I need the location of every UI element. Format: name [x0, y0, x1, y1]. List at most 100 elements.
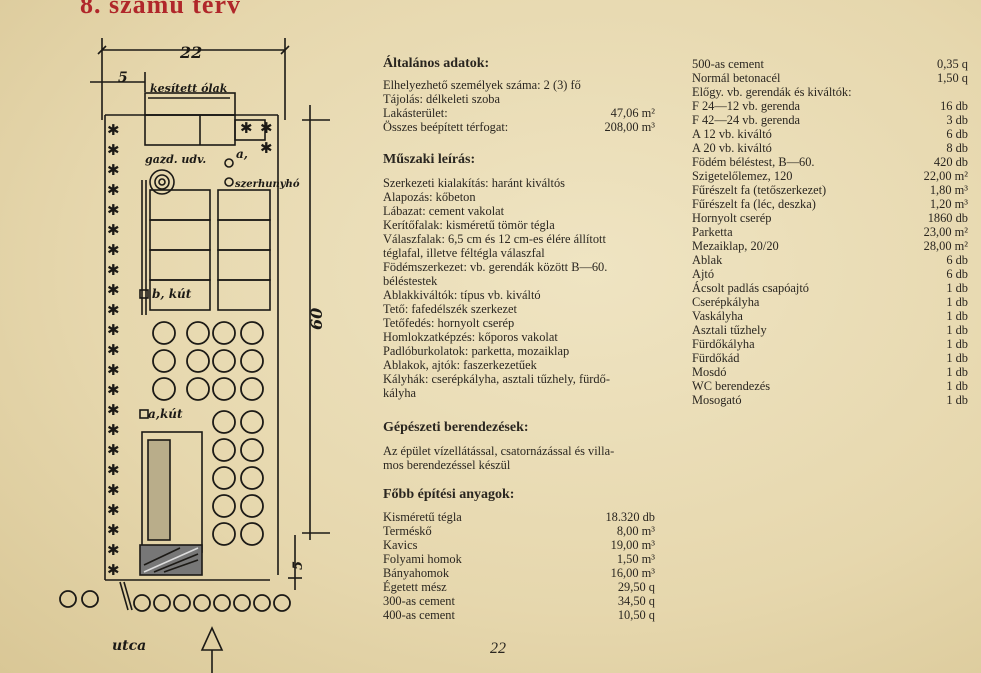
svg-text:✱: ✱ — [107, 521, 120, 539]
material-row: Födém béléstest, B—60.420 db — [692, 155, 968, 169]
well-a-label: a,kút — [148, 407, 183, 421]
technical-line: Lábazat: cement vakolat — [383, 204, 505, 218]
technical-line: Tetőfedés: hornyolt cserép — [383, 316, 515, 330]
technical-heading: Műszaki leírás: — [383, 152, 476, 167]
page-title: 8. számú terv — [80, 0, 242, 19]
technical-line: kályha — [383, 386, 417, 400]
material-row: Fűrészelt fa (léc, deszka)1,20 m³ — [692, 197, 968, 211]
svg-text:✱: ✱ — [260, 139, 273, 157]
technical-line: Födémszerkezet: vb. gerendák között B—60… — [383, 260, 608, 274]
dim-5-top-label: 5 — [118, 70, 128, 86]
svg-text:✱: ✱ — [107, 181, 120, 199]
general-line: Lakásterület:47,06 m² — [383, 106, 655, 120]
svg-text:✱: ✱ — [107, 341, 120, 359]
materials-heading: Főbb építési anyagok: — [383, 487, 515, 502]
svg-text:✱: ✱ — [107, 121, 120, 139]
technical-line: Ablakok, ajtók: faszerkezetűek — [383, 358, 537, 372]
sheds-label: kesített ólak — [150, 82, 228, 95]
technical-line: Tető: fafedélszék szerkezet — [383, 302, 517, 316]
material-row: Előgy. vb. gerendák és kiváltók: — [692, 85, 852, 99]
mechanical-heading: Gépészeti berendezések: — [383, 420, 529, 435]
dim-22-label: 22 — [179, 43, 202, 62]
dim-60-label: 60 — [307, 308, 326, 330]
site-plan-drawing: ✱✱✱ ✱✱✱ ✱✱✱ ✱✱✱ ✱✱✱ ✱✱✱ ✱✱✱ ✱✱ ✱✱✱ 22 5 … — [59, 38, 330, 673]
technical-line: Kályhák: cserépkályha, asztali tűzhely, … — [383, 372, 610, 386]
svg-text:✱: ✱ — [107, 141, 120, 159]
technical-line: Ablakkiváltók: típus vb. kiváltó — [383, 288, 541, 302]
tool-shed-label: szerhunyhó — [235, 179, 300, 190]
technical-line: Homlokzatképzés: kőporos vakolat — [383, 330, 558, 344]
svg-text:✱: ✱ — [107, 161, 120, 179]
technical-line: Szerkezeti kialakítás: haránt kiváltós — [383, 176, 566, 190]
technical-line: béléstestek — [383, 274, 438, 288]
page-number: 22 — [490, 640, 506, 657]
general-line: Tájolás: délkeleti szoba — [383, 92, 500, 106]
dim-5-bottom-label: 5 — [291, 561, 306, 570]
svg-text:✱: ✱ — [107, 221, 120, 239]
svg-text:✱: ✱ — [107, 201, 120, 219]
svg-text:✱: ✱ — [107, 281, 120, 299]
general-line: Összes beépített térfogat:208,00 m³ — [383, 120, 655, 134]
general-line: Elhelyezhető személyek száma: 2 (3) fő — [383, 78, 581, 92]
farmyard-label: gazd. udv. — [145, 153, 206, 166]
a-label-top: a, — [236, 147, 248, 161]
svg-text:✱: ✱ — [107, 401, 120, 419]
svg-text:✱: ✱ — [107, 481, 120, 499]
svg-text:✱: ✱ — [240, 119, 253, 137]
well-b-label: b, kút — [152, 287, 192, 301]
mechanical-line: Az épület vízellátással, csatornázással … — [383, 444, 615, 458]
technical-line: Padlóburkolatok: parketta, mozaiklap — [383, 344, 570, 358]
material-row: Fűrészelt fa (tetőszerkezet)1,80 m³ — [692, 183, 968, 197]
svg-text:✱: ✱ — [107, 501, 120, 519]
svg-text:✱: ✱ — [107, 301, 120, 319]
svg-text:✱: ✱ — [107, 441, 120, 459]
svg-text:✱: ✱ — [107, 241, 120, 259]
svg-text:✱: ✱ — [107, 321, 120, 339]
svg-text:✱: ✱ — [107, 381, 120, 399]
technical-line: Alapozás: kőbeton — [383, 190, 476, 204]
general-heading: Általános adatok: — [383, 56, 490, 71]
svg-text:✱: ✱ — [107, 421, 120, 439]
street-label: utca — [112, 638, 146, 654]
mechanical-line: mos berendezéssel készül — [383, 458, 511, 472]
svg-text:✱: ✱ — [107, 541, 120, 559]
svg-text:✱: ✱ — [107, 461, 120, 479]
svg-text:✱: ✱ — [107, 561, 120, 579]
svg-text:✱: ✱ — [107, 361, 120, 379]
technical-line: Kerítőfalak: kisméretű tömör tégla — [383, 218, 555, 232]
technical-line: téglafal, illetve féltégla válaszfal — [383, 246, 545, 260]
svg-text:✱: ✱ — [260, 119, 273, 137]
technical-line: Válaszfalak: 6,5 cm és 12 cm-es élére ál… — [383, 232, 606, 246]
svg-text:✱: ✱ — [107, 261, 120, 279]
